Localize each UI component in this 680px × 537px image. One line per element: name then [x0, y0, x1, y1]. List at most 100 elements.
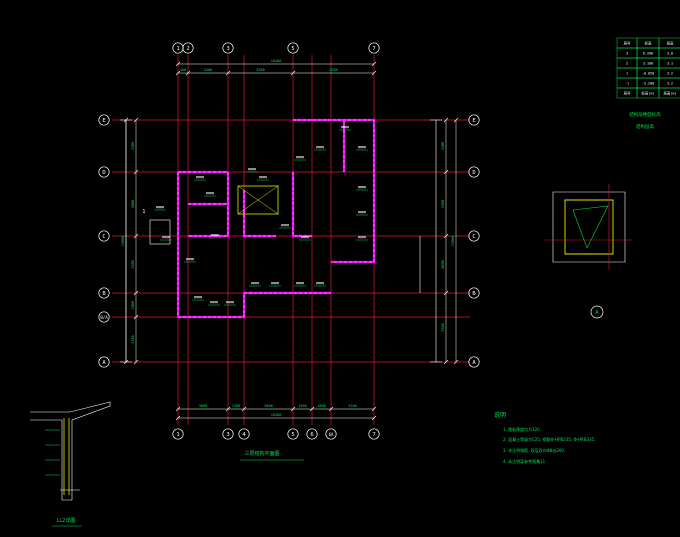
bottom-dim-total-tick	[175, 415, 181, 421]
level-table-text: -1	[625, 82, 629, 86]
beam-label-text	[341, 126, 349, 129]
beam-label-text	[316, 146, 324, 149]
top-dim-segment-text: 3900	[256, 68, 264, 72]
note-item: 1. 楼板厚度均为120.	[503, 426, 541, 432]
level-table-text: -3.200	[642, 82, 654, 86]
axis-bubble-bottom	[325, 428, 337, 440]
top-dim-segment-text: 3400	[204, 68, 212, 72]
bottom-dim-total-text: 16400	[271, 413, 282, 417]
left-dim-segment-tick	[133, 233, 139, 239]
top-dim-segment-tick	[225, 70, 231, 76]
top-dim-segment-text: 300	[180, 68, 186, 72]
section-stirrup	[564, 199, 614, 255]
axis-bubble-right	[468, 230, 480, 242]
level-table-text: 3	[626, 52, 628, 56]
right-dim-segment-tick	[443, 290, 449, 296]
left-dim-segment-text: 3000	[131, 200, 135, 208]
axis-bubble-right	[468, 356, 480, 368]
right-dim-segment-text: 3300	[441, 200, 445, 208]
axis-bubble-right	[468, 287, 480, 299]
beam-label-text	[194, 296, 202, 299]
left-dim-segment-text: 3300	[131, 142, 135, 150]
top-dim-segment-tick	[185, 70, 191, 76]
axis-bubble-right	[468, 114, 480, 126]
bottom-dim-segment-tick	[290, 406, 296, 412]
beam-label-text	[162, 236, 170, 239]
left-dim-segment-tick	[133, 359, 139, 365]
top-dim-segment-tick	[371, 70, 377, 76]
right-dim-segment-text: 4000	[441, 260, 445, 268]
axis-bubble-bottom	[172, 428, 184, 440]
note-item: 3. 未注明钢筋, 双层双向Φ8@200.	[503, 447, 565, 453]
level-table-text: 6.200	[643, 52, 653, 56]
bottom-dim-segment-tick	[328, 406, 334, 412]
level-table-text: 层号	[624, 91, 631, 96]
beam-label-text	[358, 211, 366, 214]
right-dim-total-tick	[453, 359, 459, 365]
wall-segment	[293, 118, 376, 264]
wall-rebar	[177, 172, 331, 318]
axis-bubble-right-label: D	[472, 170, 475, 176]
axis-bubble-bottom	[222, 428, 234, 440]
axis-bubble-left-label: B	[102, 291, 106, 297]
beam-label-text	[271, 282, 279, 285]
wall-detail-leader	[45, 429, 60, 476]
left-dim-segment-text: 3300	[131, 260, 135, 268]
axis-bubble-top-label: 1	[176, 46, 179, 52]
left-dim-segment-tick	[133, 290, 139, 296]
notes: 说明 1. 楼板厚度均为120. 2. 混凝土等级为C25, 钢筋Φ-HPB23…	[494, 411, 595, 464]
level-table-text: 标高	[645, 41, 652, 46]
left-dim-total-tick	[123, 117, 129, 123]
right-dim-segment-text: 3300	[441, 323, 445, 331]
level-table-text: 2	[626, 62, 628, 66]
beam-labels	[154, 126, 368, 306]
axis-bubble-left	[98, 230, 110, 242]
level-table-text: -0.050	[642, 72, 654, 76]
beam-label-text	[358, 146, 366, 149]
bottom-dim-segment-text: 1200	[232, 404, 240, 408]
axis-bubble-left	[98, 166, 110, 178]
axis-bubble-bottom	[287, 428, 299, 440]
bottom-dim-segment-text: 3600	[264, 404, 272, 408]
left-dim-segment-text: 1800	[131, 301, 135, 309]
axis-bubble-left-label: A	[102, 360, 106, 366]
right-dim-segment-tick	[443, 169, 449, 175]
axis-bubble-left-label: E	[102, 118, 105, 124]
left-dim-segment-text: 3300	[131, 335, 135, 343]
entry-canopy	[149, 219, 171, 245]
beam-label-text	[358, 236, 366, 239]
level-table-text: 层高(m)	[664, 91, 677, 96]
axis-bubble-bottom-label: 4	[242, 432, 246, 438]
level-table-text: 层号	[624, 41, 631, 46]
beam-label-text	[206, 192, 214, 195]
level-table-subcaption: 结构层高	[636, 123, 654, 130]
level-table-cell	[658, 87, 680, 99]
axis-bubble-left-label: D	[102, 170, 105, 176]
left-dim-total-tick	[123, 359, 129, 365]
beam-label-text	[156, 206, 164, 209]
axis-bubble-right-label: E	[472, 118, 475, 124]
level-table-text: 3.0	[667, 52, 673, 56]
axis-bubble-top	[287, 42, 299, 54]
axis-bubble-right-label: A	[472, 360, 476, 366]
axis-bubble-left-label: C	[102, 234, 105, 240]
axis-bubble-bottom-label: 6A	[329, 432, 334, 437]
wall-detail-outline	[30, 401, 111, 501]
axis-bubble-left-label: B/A	[100, 315, 108, 320]
right-dim-segment-tick	[443, 233, 449, 239]
level-table-text: 标高(m)	[642, 91, 655, 96]
axis-bubble-top	[368, 42, 380, 54]
right-dim-segment-tick	[443, 359, 449, 365]
beam-label-text	[186, 258, 194, 261]
axis-grid	[112, 55, 470, 425]
wall-detail-title: LL2详图	[57, 517, 76, 524]
left-dim-segment-tick	[133, 314, 139, 320]
wall-rebar	[188, 172, 229, 237]
left-marker-label: 1	[142, 209, 145, 215]
beam-label-text	[226, 301, 234, 304]
bottom-dim-segment-text: 1800	[317, 404, 325, 408]
